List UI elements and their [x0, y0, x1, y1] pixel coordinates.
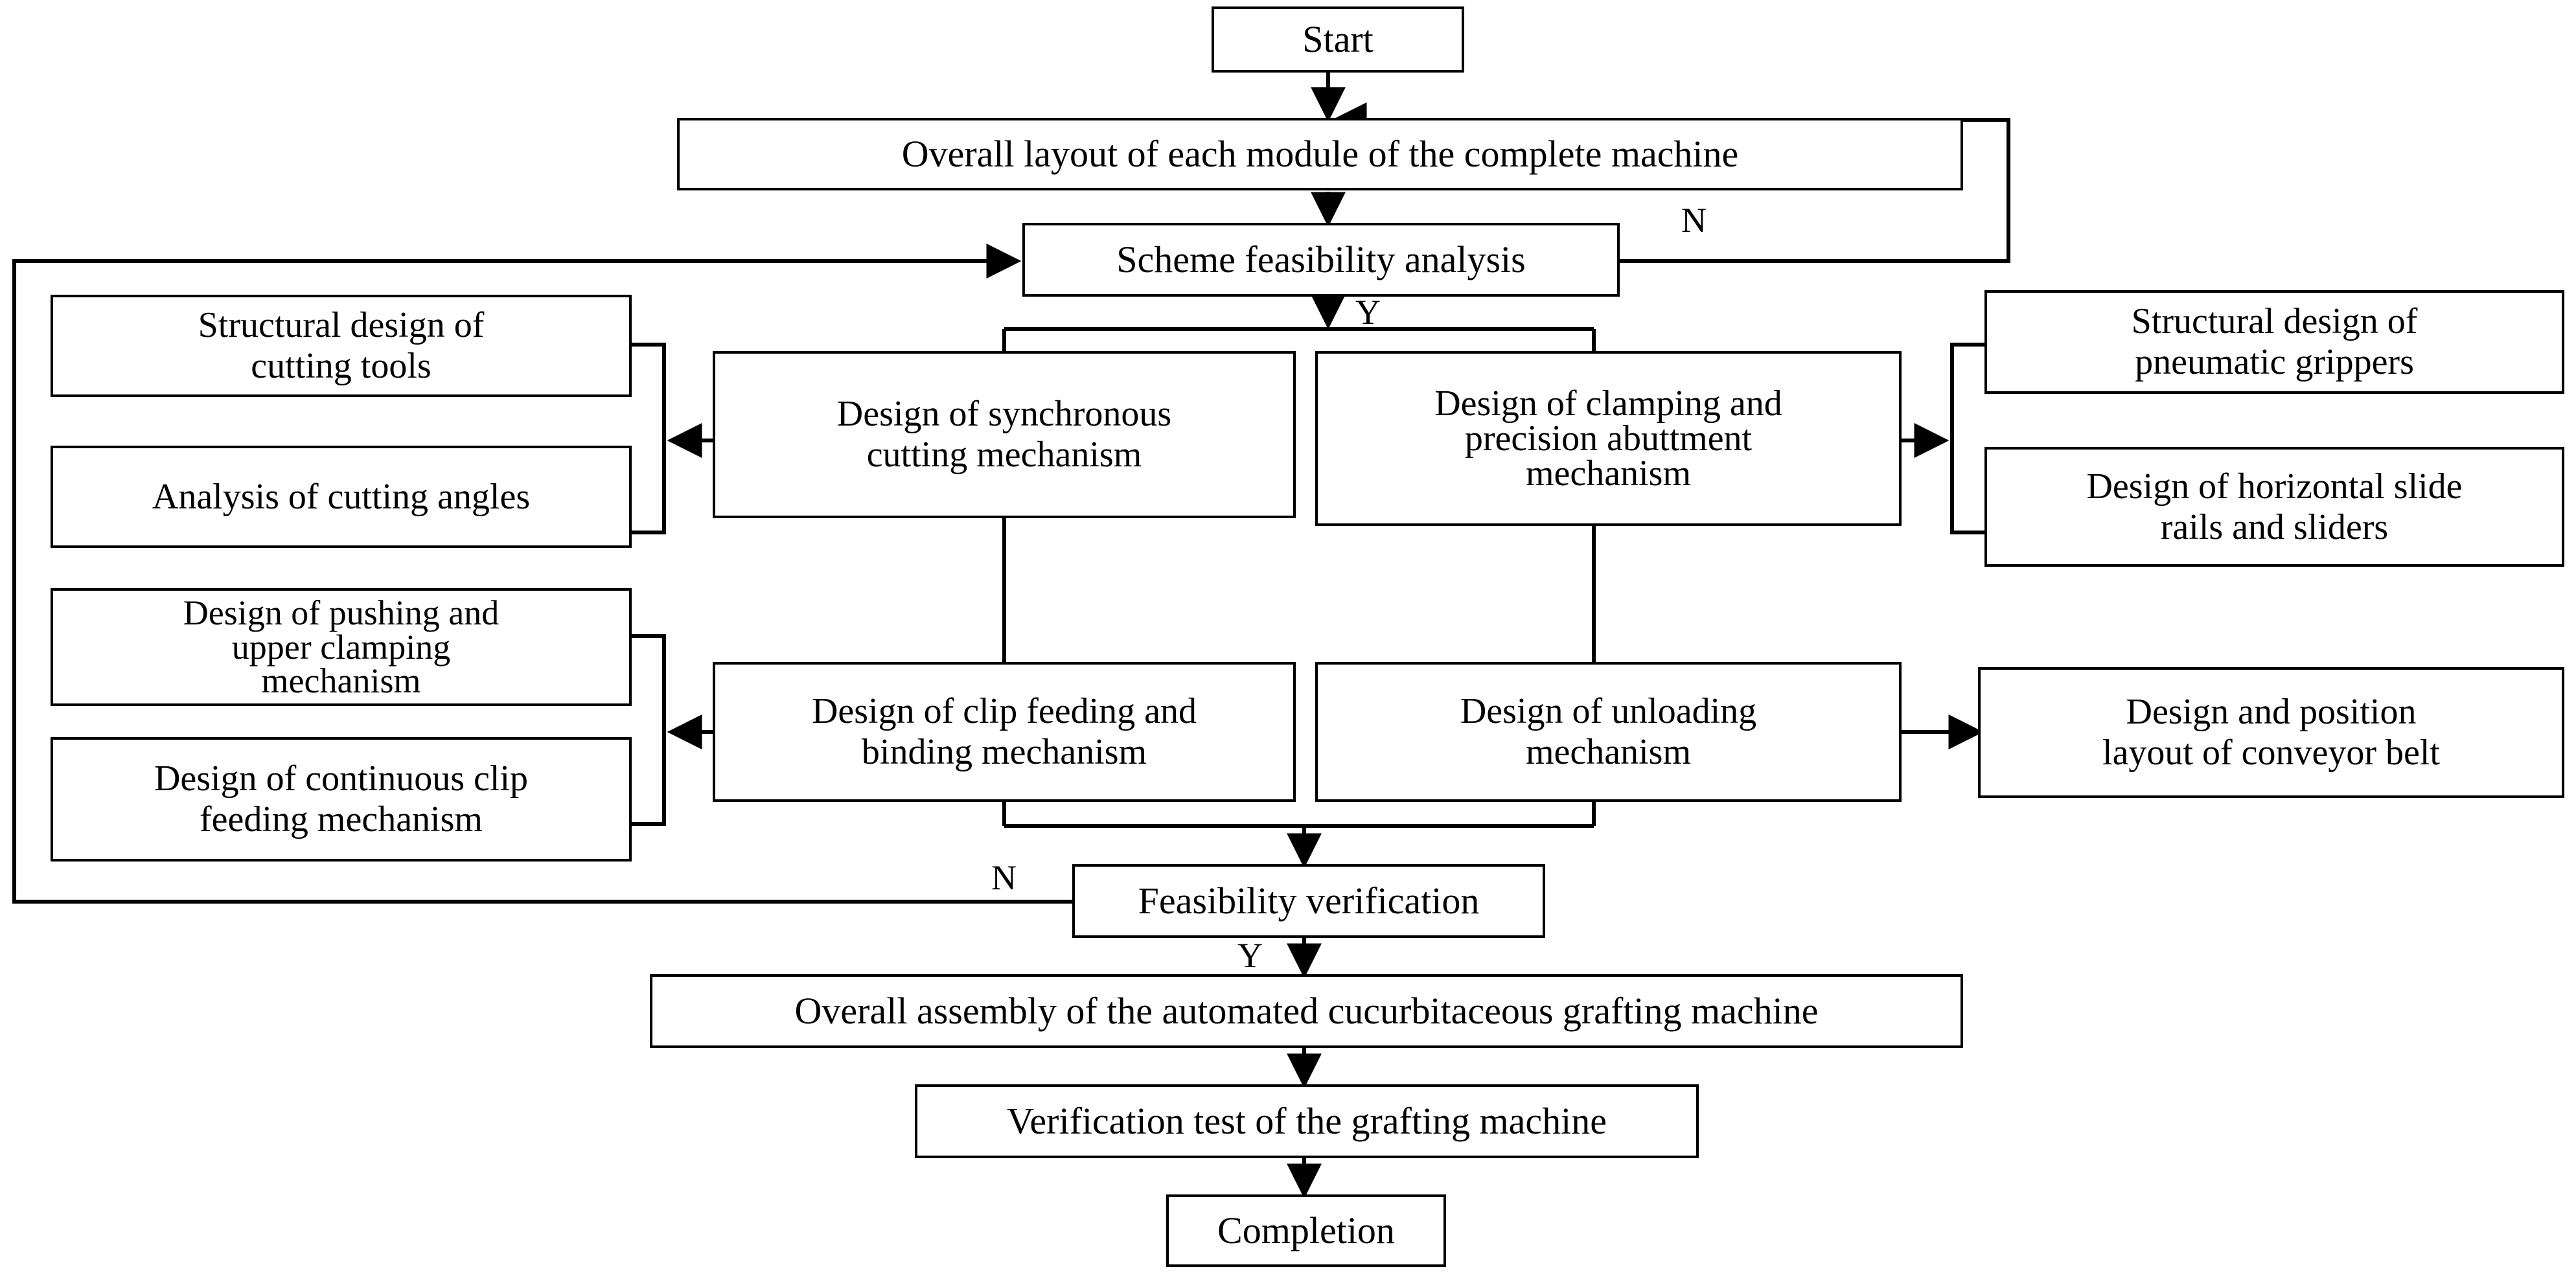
node-overall-assembly[interactable]: Overall assembly of the automated cucurb… — [650, 974, 1963, 1048]
node-start[interactable]: Start — [1212, 6, 1464, 73]
edge-label-verification-yes: Y — [1237, 936, 1263, 975]
right-bracket-upper — [1950, 343, 1984, 440]
node-overall-layout[interactable]: Overall layout of each module of the com… — [677, 118, 1963, 190]
left-bracket2-lower — [632, 732, 666, 826]
node-clamping-abutment-label: Design of clamping and precision abuttme… — [1434, 383, 1782, 494]
node-scheme-feasibility-label: Scheme feasibility analysis — [1116, 238, 1526, 280]
node-completion[interactable]: Completion — [1166, 1194, 1446, 1267]
node-pushing-upper-clamping-label: Design of pushing and upper clamping mec… — [183, 593, 500, 701]
node-slide-rails-label: Design of horizontal slide rails and sli… — [2086, 466, 2463, 547]
node-cutting-tools-label: Structural design of cutting tools — [198, 305, 485, 386]
node-overall-assembly-label: Overall assembly of the automated cucurb… — [794, 989, 1819, 1032]
node-pneumatic-grippers-label: Structural design of pneumatic grippers — [2131, 301, 2418, 382]
node-start-label: Start — [1302, 17, 1374, 60]
node-synchronous-cutting[interactable]: Design of synchronous cutting mechanism — [713, 351, 1296, 518]
node-verification-test-label: Verification test of the grafting machin… — [1006, 1099, 1607, 1142]
left-bracket-lower — [632, 440, 666, 534]
node-scheme-feasibility[interactable]: Scheme feasibility analysis — [1022, 223, 1620, 297]
edge-label-scheme-no: N — [1681, 201, 1707, 240]
node-cutting-angles[interactable]: Analysis of cutting angles — [51, 446, 632, 548]
node-feasibility-verification-label: Feasibility verification — [1138, 879, 1480, 922]
node-conveyor-belt[interactable]: Design and position layout of conveyor b… — [1978, 667, 2564, 798]
node-clamping-abutment[interactable]: Design of clamping and precision abuttme… — [1315, 351, 1902, 526]
node-unloading-label: Design of unloading mechanism — [1460, 691, 1757, 772]
node-pneumatic-grippers[interactable]: Structural design of pneumatic grippers — [1984, 290, 2564, 394]
edge-label-scheme-yes: Y — [1355, 293, 1381, 332]
node-continuous-clip-feeding[interactable]: Design of continuous clip feeding mechan… — [51, 737, 632, 862]
node-pushing-upper-clamping[interactable]: Design of pushing and upper clamping mec… — [51, 588, 632, 706]
node-clip-feeding-binding[interactable]: Design of clip feeding and binding mecha… — [713, 662, 1296, 802]
node-verification-test[interactable]: Verification test of the grafting machin… — [915, 1084, 1699, 1158]
node-unloading[interactable]: Design of unloading mechanism — [1315, 662, 1902, 802]
right-bracket-lower — [1950, 440, 1984, 534]
node-feasibility-verification[interactable]: Feasibility verification — [1072, 864, 1545, 938]
node-conveyor-belt-label: Design and position layout of conveyor b… — [2102, 692, 2440, 773]
left-bracket-upper — [632, 343, 666, 440]
node-cutting-angles-label: Analysis of cutting angles — [152, 476, 531, 517]
node-overall-layout-label: Overall layout of each module of the com… — [901, 132, 1739, 175]
node-completion-label: Completion — [1217, 1209, 1395, 1251]
node-slide-rails[interactable]: Design of horizontal slide rails and sli… — [1984, 447, 2564, 567]
node-clip-feeding-binding-label: Design of clip feeding and binding mecha… — [811, 691, 1197, 772]
node-continuous-clip-feeding-label: Design of continuous clip feeding mechan… — [154, 759, 529, 839]
node-cutting-tools[interactable]: Structural design of cutting tools — [51, 295, 632, 397]
edge-label-verification-no: N — [991, 858, 1017, 897]
left-bracket2-upper — [632, 634, 666, 732]
node-synchronous-cutting-label: Design of synchronous cutting mechanism — [836, 394, 1172, 475]
